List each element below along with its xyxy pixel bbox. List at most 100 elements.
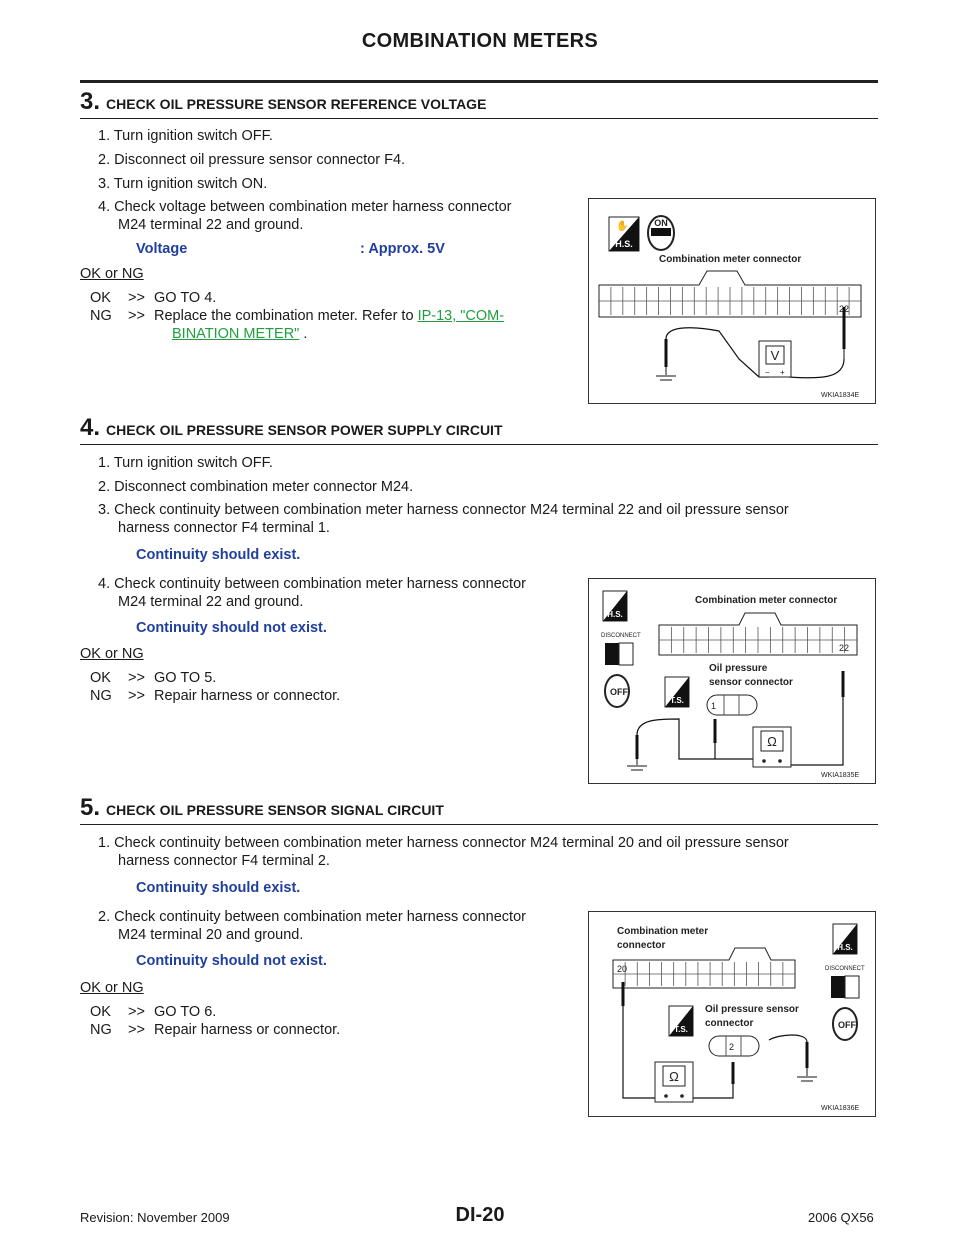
step3-okng: OK or NG bbox=[80, 266, 144, 282]
svg-text:H.S.: H.S. bbox=[837, 943, 853, 952]
step4-heading: 4. CHECK OIL PRESSURE SENSOR POWER SUPPL… bbox=[80, 414, 503, 442]
step4-item-1: 1. Turn ignition switch OFF. bbox=[98, 455, 273, 471]
disconnect-icon bbox=[831, 975, 860, 999]
svg-text:T.S.: T.S. bbox=[674, 1025, 688, 1034]
step3-item-2: 2. Disconnect oil pressure sensor connec… bbox=[98, 152, 406, 168]
svg-text:+: + bbox=[780, 368, 785, 377]
ip13-link-cont[interactable]: BINATION METER" bbox=[172, 326, 300, 342]
step4-rule bbox=[80, 444, 878, 445]
step5-ok-result: OK>>GO TO 6. bbox=[90, 1004, 217, 1020]
fig1-code: WKIA1834E bbox=[821, 392, 859, 399]
step4-okng: OK or NG bbox=[80, 646, 144, 662]
step3-ng-result-cont: BINATION METER" . bbox=[172, 326, 308, 342]
step4-ng-result: NG>>Repair harness or connector. bbox=[90, 688, 341, 704]
disconnect-label: DISCONNECT bbox=[601, 633, 641, 639]
hs-icon: H.S. bbox=[602, 590, 628, 622]
ignition-off-icon: OFF bbox=[832, 1007, 858, 1041]
svg-text:1: 1 bbox=[711, 701, 716, 711]
step4-item-4: 4. Check continuity between combination … bbox=[98, 576, 526, 592]
svg-text:ON: ON bbox=[654, 218, 668, 228]
step3-heading: 3. CHECK OIL PRESSURE SENSOR REFERENCE V… bbox=[80, 88, 486, 116]
ip13-link[interactable]: IP-13, "COM- bbox=[417, 308, 505, 324]
svg-text:T.S.: T.S. bbox=[670, 696, 684, 705]
page-title: COMBINATION METERS bbox=[361, 30, 599, 52]
hs-icon: H.S. bbox=[832, 923, 858, 955]
connector-m24: 20 bbox=[612, 947, 796, 989]
step3-spec-value: : Approx. 5V bbox=[360, 241, 445, 257]
disconnect-label: DISCONNECT bbox=[825, 966, 865, 972]
step4-item-3: 3. Check continuity between combination … bbox=[98, 502, 789, 518]
ts-icon: T.S. bbox=[668, 1005, 694, 1037]
figure-wkia1835e: H.S. DISCONNECT OFF Combination meter co… bbox=[588, 578, 876, 784]
fig1-connector-label: Combination meter connector bbox=[659, 254, 801, 265]
model-year: 2006 QX56 bbox=[808, 1210, 874, 1225]
step3-spec-label: Voltage bbox=[136, 241, 188, 257]
fig3-connector-label-1: Combination meter bbox=[617, 926, 708, 937]
svg-text:OFF: OFF bbox=[610, 687, 628, 697]
ignition-on-icon: ON bbox=[647, 215, 675, 251]
svg-text:H.S.: H.S. bbox=[607, 610, 623, 619]
svg-text:Ω: Ω bbox=[669, 1069, 679, 1084]
step5-okng: OK or NG bbox=[80, 980, 144, 996]
step4-number: 4. bbox=[80, 414, 101, 441]
step5-spec2: Continuity should not exist. bbox=[136, 953, 327, 969]
step5-rule bbox=[80, 824, 878, 825]
step3-item-3: 3. Turn ignition switch ON. bbox=[98, 176, 268, 192]
svg-text:Ω: Ω bbox=[767, 734, 777, 749]
sensor-connector-f4: 1 bbox=[706, 694, 758, 716]
fig3-code: WKIA1836E bbox=[821, 1105, 859, 1112]
svg-text:20: 20 bbox=[617, 964, 627, 974]
step3-item-4-cont: M24 terminal 22 and ground. bbox=[118, 217, 304, 233]
voltmeter-icon: V − + bbox=[758, 340, 792, 378]
fig3-connector-label-2: connector bbox=[617, 940, 665, 951]
step4-item-2: 2. Disconnect combination meter connecto… bbox=[98, 479, 414, 495]
svg-text:H.S.: H.S. bbox=[615, 239, 633, 249]
svg-text:−: − bbox=[765, 368, 770, 377]
step5-item-2: 2. Check continuity between combination … bbox=[98, 909, 526, 925]
step5-item-1-cont: harness connector F4 terminal 2. bbox=[118, 853, 330, 869]
fig3-sensor-label-2: connector bbox=[705, 1018, 753, 1029]
svg-text:OFF: OFF bbox=[838, 1020, 856, 1030]
step3-item-1: 1. Turn ignition switch OFF. bbox=[98, 128, 273, 144]
ignition-off-icon: OFF bbox=[604, 674, 630, 708]
svg-text:✋: ✋ bbox=[616, 219, 628, 232]
voltage-check-diagram: H.S. ✋ ON Combination meter connector 22 bbox=[598, 215, 862, 399]
step4-title: CHECK OIL PRESSURE SENSOR POWER SUPPLY C… bbox=[106, 422, 503, 438]
header-rule bbox=[80, 80, 878, 83]
fig2-sensor-label-2: sensor connector bbox=[709, 677, 793, 688]
step3-number: 3. bbox=[80, 88, 101, 115]
fig3-sensor-label-1: Oil pressure sensor bbox=[705, 1004, 799, 1015]
power-supply-continuity-diagram: H.S. DISCONNECT OFF Combination meter co… bbox=[601, 590, 859, 779]
step4-spec1: Continuity should exist. bbox=[136, 547, 301, 563]
step3-item-4: 4. Check voltage between combination met… bbox=[98, 199, 512, 215]
figure-wkia1836e: Combination meter connector 20 H.S. DISC… bbox=[588, 911, 876, 1117]
step5-item-2-cont: M24 terminal 20 and ground. bbox=[118, 927, 304, 943]
step3-ok-result: OK>>GO TO 4. bbox=[90, 290, 217, 306]
step3-rule bbox=[80, 118, 878, 119]
revision-date: Revision: November 2009 bbox=[80, 1210, 230, 1225]
step5-title: CHECK OIL PRESSURE SENSOR SIGNAL CIRCUIT bbox=[106, 802, 444, 818]
svg-text:22: 22 bbox=[839, 643, 849, 653]
connector-m24: 22 bbox=[598, 270, 862, 318]
ts-icon: T.S. bbox=[664, 676, 690, 708]
step5-heading: 5. CHECK OIL PRESSURE SENSOR SIGNAL CIRC… bbox=[80, 794, 444, 822]
ohmmeter-icon: Ω bbox=[752, 726, 792, 768]
step4-spec2: Continuity should not exist. bbox=[136, 620, 327, 636]
ohmmeter-icon: Ω bbox=[654, 1061, 694, 1103]
sensor-connector-f4: 2 bbox=[708, 1035, 760, 1057]
page-number: DI-20 bbox=[455, 1204, 505, 1226]
fig2-code: WKIA1835E bbox=[821, 772, 859, 779]
step5-spec1: Continuity should exist. bbox=[136, 880, 301, 896]
step3-ng-result: NG>>Replace the combination meter. Refer… bbox=[90, 308, 505, 324]
step5-item-1: 1. Check continuity between combination … bbox=[98, 835, 789, 851]
step5-number: 5. bbox=[80, 794, 101, 821]
svg-text:V: V bbox=[771, 348, 780, 363]
signal-circuit-continuity-diagram: Combination meter connector 20 H.S. DISC… bbox=[612, 923, 865, 1112]
figure-wkia1834e: H.S. ✋ ON Combination meter connector 22 bbox=[588, 198, 876, 404]
connector-m24: 22 bbox=[658, 612, 858, 656]
disconnect-icon bbox=[605, 642, 634, 666]
step5-ng-result: NG>>Repair harness or connector. bbox=[90, 1022, 341, 1038]
step4-ok-result: OK>>GO TO 5. bbox=[90, 670, 217, 686]
hs-icon: H.S. ✋ bbox=[608, 216, 640, 252]
step3-title: CHECK OIL PRESSURE SENSOR REFERENCE VOLT… bbox=[106, 96, 487, 112]
